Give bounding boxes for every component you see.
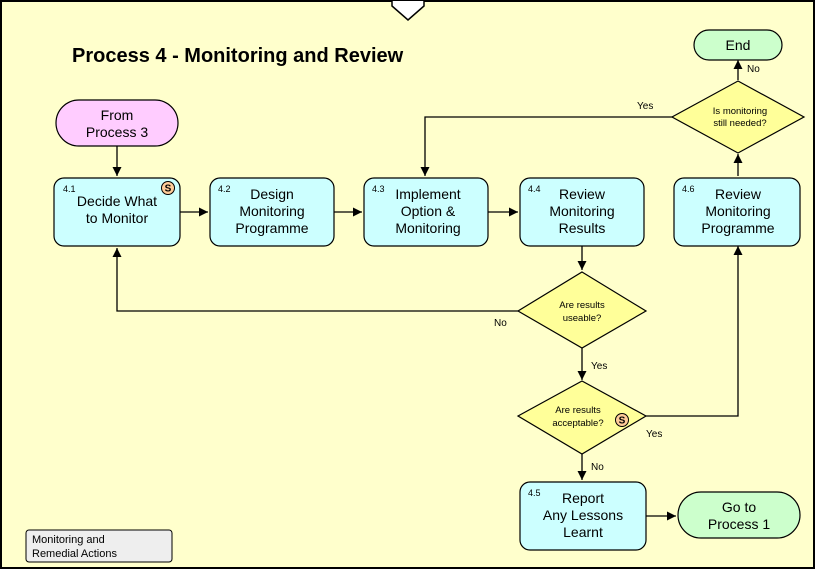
side-box-line2: Remedial Actions: [32, 548, 117, 560]
connectors: [112, 59, 743, 521]
s-badge-label: S: [165, 184, 172, 195]
decision-still-needed-line1: Is monitoring: [713, 106, 767, 117]
edge-label-still-needed-no: No: [747, 64, 760, 75]
s-badge-label: S: [619, 416, 626, 427]
page-title: Process 4 - Monitoring and Review: [72, 45, 404, 67]
decision-still-needed-line2: still needed?: [713, 118, 766, 129]
goto-label-line1: Go to: [722, 499, 756, 515]
step-4-1-line2: to Monitor: [86, 210, 149, 226]
step-number-4-5: 4.5: [528, 488, 541, 498]
step-number-4-6: 4.6: [682, 184, 695, 194]
decision-still-needed: Is monitoring still needed?: [670, 80, 806, 154]
decision-useable-line2: useable?: [563, 313, 602, 324]
s-badge-icon: [161, 181, 175, 195]
edge-acceptable-yes-to-4-6: [646, 246, 743, 417]
step-4-3-line2: Option &: [401, 203, 456, 219]
process-box-4-2: 4.2 Design Monitoring Programme: [209, 177, 335, 247]
edge-label-still-needed-yes: Yes: [637, 101, 653, 112]
edge-label-acceptable-yes: Yes: [646, 429, 662, 440]
edge-label-useable-no: No: [494, 318, 507, 329]
step-4-6-line3: Programme: [701, 220, 774, 236]
step-4-5-line1: Report: [562, 490, 604, 506]
step-4-5-line2: Any Lessons: [543, 507, 623, 523]
side-box-line1: Monitoring and: [32, 534, 105, 546]
step-number-4-1: 4.1: [63, 184, 76, 194]
edge-useable-no-to-4-1: [112, 248, 518, 312]
edge-label-useable-yes: Yes: [591, 361, 607, 372]
end-label: End: [726, 37, 751, 53]
step-4-4-line2: Monitoring: [549, 203, 614, 219]
start-label-line1: From: [101, 107, 134, 123]
decision-acceptable-line1: Are results: [555, 405, 601, 416]
process-box-4-5: 4.5 Report Any Lessons Learnt: [519, 481, 647, 551]
step-4-3-line1: Implement: [395, 186, 460, 202]
step-4-3-line3: Monitoring: [395, 220, 460, 236]
decision-useable-line1: Are results: [559, 300, 605, 311]
step-number-4-2: 4.2: [218, 184, 231, 194]
process-box-4-1: 4.1 S Decide What to Monitor: [53, 177, 181, 247]
step-4-6-line1: Review: [715, 186, 762, 202]
step-4-2-line2: Monitoring: [239, 203, 304, 219]
decision-acceptable-line2: acceptable?: [552, 418, 603, 429]
s-badge-icon: [615, 413, 629, 427]
step-4-2-line3: Programme: [235, 220, 308, 236]
step-4-4-line3: Results: [559, 220, 606, 236]
step-number-4-4: 4.4: [528, 184, 541, 194]
goto-terminal: Go to Process 1: [677, 491, 801, 539]
page-connector-marker: [391, 1, 425, 21]
end-terminal: End: [693, 29, 783, 61]
decision-acceptable: Are results acceptable? S: [516, 380, 648, 455]
process-box-4-3: 4.3 Implement Option & Monitoring: [363, 177, 489, 247]
edge-label-acceptable-no: No: [591, 462, 604, 473]
step-4-1-line1: Decide What: [77, 193, 157, 209]
goto-label-line2: Process 1: [708, 516, 770, 532]
start-label-line2: Process 3: [86, 124, 148, 140]
step-4-2-line1: Design: [250, 186, 294, 202]
decision-useable: Are results useable?: [516, 271, 648, 349]
process-box-4-6: 4.6 Review Monitoring Programme: [673, 177, 801, 247]
start-terminal: From Process 3: [55, 99, 179, 147]
step-4-6-line2: Monitoring: [705, 203, 770, 219]
step-number-4-3: 4.3: [372, 184, 385, 194]
process-box-4-4: 4.4 Review Monitoring Results: [519, 177, 645, 247]
edge-still-needed-yes-to-4-3: [420, 116, 674, 176]
side-box-monitoring-remedial: Monitoring and Remedial Actions: [25, 529, 173, 563]
step-4-5-line3: Learnt: [563, 524, 603, 540]
step-4-4-line1: Review: [559, 186, 606, 202]
